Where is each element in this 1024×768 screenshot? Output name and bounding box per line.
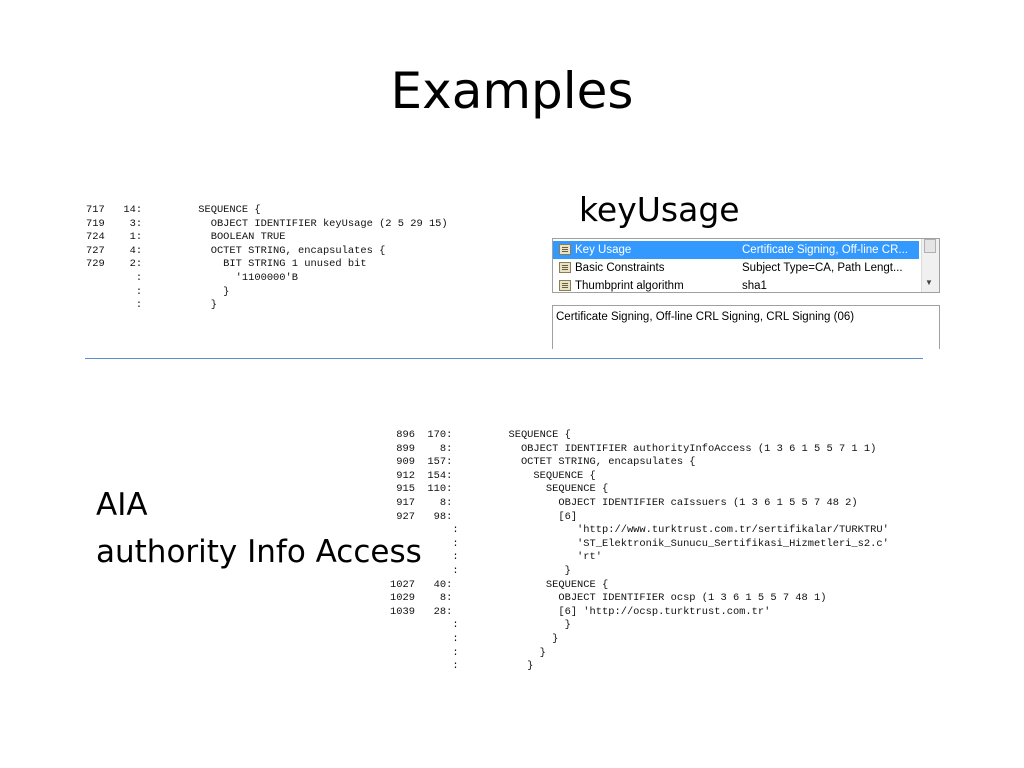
list-scrollbar[interactable]: ▼ xyxy=(921,239,939,292)
cert-field-value: Subject Type=CA, Path Lengt... xyxy=(742,262,903,274)
keyusage-heading: keyUsage xyxy=(579,190,740,229)
aia-heading-line2: authority Info Access xyxy=(96,534,422,570)
scroll-down-arrow-icon[interactable]: ▼ xyxy=(925,278,933,287)
cert-field-row-key-usage[interactable]: Key Usage Certificate Signing, Off-line … xyxy=(553,241,919,259)
field-detail-textbox[interactable]: Certificate Signing, Off-line CRL Signin… xyxy=(552,305,940,349)
cert-field-row-basic-constraints[interactable]: Basic Constraints Subject Type=CA, Path … xyxy=(553,259,919,277)
section-divider xyxy=(85,358,923,359)
aia-heading-line1: AIA xyxy=(96,487,148,523)
certificate-fields-list[interactable]: Key Usage Certificate Signing, Off-line … xyxy=(552,238,940,293)
field-detail-text: Certificate Signing, Off-line CRL Signin… xyxy=(556,311,855,323)
cert-field-value: sha1 xyxy=(742,280,767,292)
cert-field-value: Certificate Signing, Off-line CR... xyxy=(742,244,908,256)
keyusage-asn-dump: 717 14: SEQUENCE { 719 3: OBJECT IDENTIF… xyxy=(86,204,448,312)
cert-field-name: Key Usage xyxy=(575,244,632,256)
aia-heading: AIA authority Info Access xyxy=(96,482,422,576)
cert-field-row-thumbprint-algorithm[interactable]: Thumbprint algorithm sha1 xyxy=(553,277,919,292)
cert-field-name: Thumbprint algorithm xyxy=(575,280,684,292)
slide-title: Examples xyxy=(390,62,634,120)
scrollbar-thumb[interactable] xyxy=(924,239,936,253)
cert-field-name: Basic Constraints xyxy=(575,262,665,274)
certificate-field-icon xyxy=(559,262,571,273)
aia-asn-dump: 896 170: SEQUENCE { 899 8: OBJECT IDENTI… xyxy=(390,429,889,673)
certificate-field-icon xyxy=(559,244,571,255)
certificate-field-icon xyxy=(559,280,571,291)
